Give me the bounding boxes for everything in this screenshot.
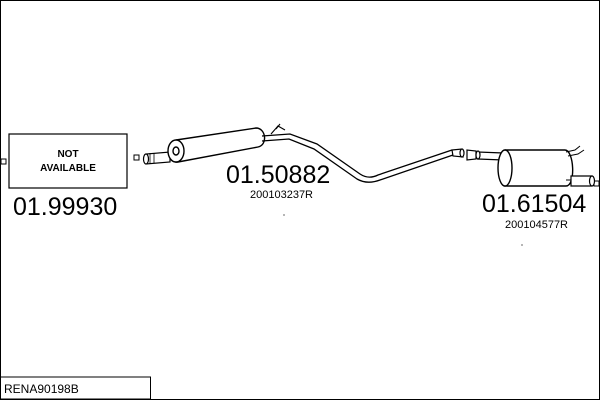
front-pipe-part[interactable]: NOT AVAILABLE 01.99930 (8, 133, 128, 221)
rear-silencer-body (497, 149, 574, 187)
not-available-line2: AVAILABLE (40, 163, 96, 174)
middle-inlet-pipe (142, 151, 171, 165)
oem-number-middle: 200103237R (250, 189, 313, 201)
middle-pipe (261, 123, 454, 183)
reference-code: RENA90198B (4, 382, 79, 396)
part-number-rear: 01.61504 (482, 190, 586, 218)
rear-dot (521, 244, 523, 246)
part-number-middle: 01.50882 (226, 161, 330, 189)
not-available-box (8, 133, 128, 189)
connector-square (133, 154, 140, 161)
oem-number-rear: 200104577R (505, 219, 568, 231)
rear-tailpipe (570, 175, 596, 187)
not-available-line1: NOT (57, 149, 78, 160)
part-number-front: 01.99930 (13, 193, 117, 221)
reference-box (0, 376, 151, 400)
middle-dot (283, 214, 285, 216)
left-edge-marker (0, 158, 7, 165)
middle-silencer-body (167, 127, 266, 163)
rear-inlet-pipe (466, 149, 504, 161)
middle-silencer-part[interactable]: 01.50882 200103237R (142, 123, 465, 216)
rear-silencer-part[interactable]: 01.61504 200104577R (466, 145, 596, 246)
middle-outlet-end (451, 148, 465, 158)
